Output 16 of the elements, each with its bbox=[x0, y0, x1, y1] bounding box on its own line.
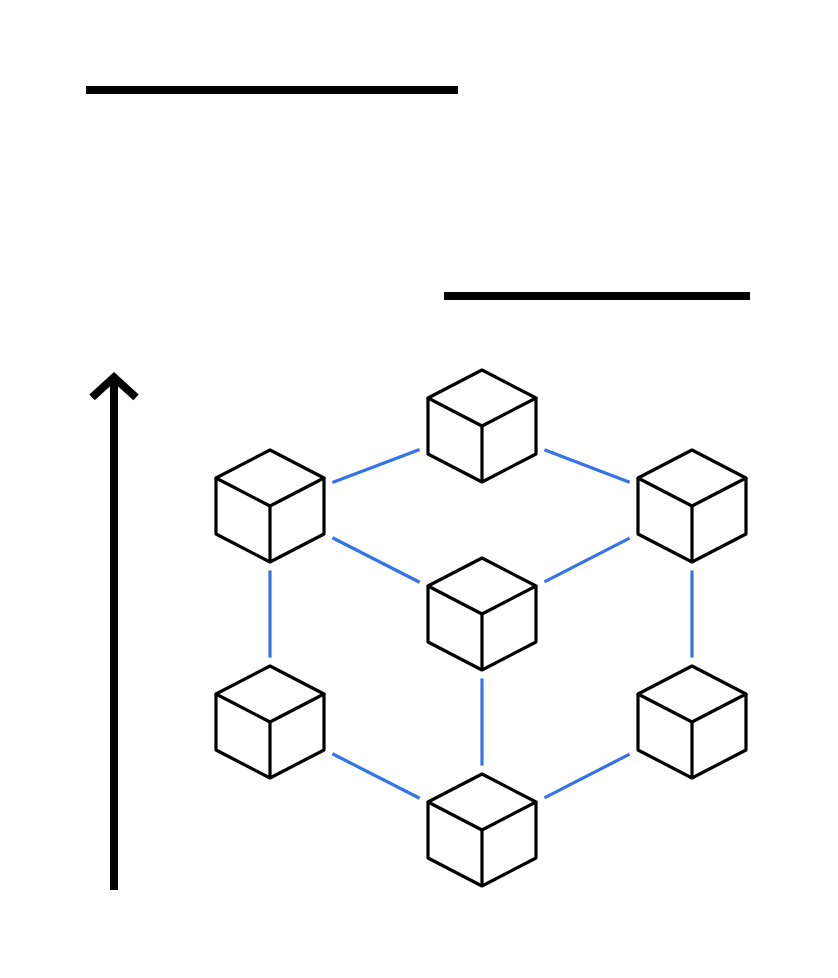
connector-line bbox=[543, 448, 631, 484]
cube-icon bbox=[426, 556, 538, 672]
cube-icon bbox=[214, 664, 326, 780]
cube-icon bbox=[214, 448, 326, 564]
cube-icon bbox=[426, 368, 538, 484]
connector-line bbox=[331, 536, 421, 584]
connector-line bbox=[331, 448, 421, 484]
connector-line bbox=[331, 752, 421, 800]
cube-icon bbox=[426, 772, 538, 888]
connector-line bbox=[480, 678, 484, 766]
connector-line bbox=[690, 570, 694, 658]
connector-line bbox=[543, 536, 631, 584]
connector-line bbox=[268, 570, 272, 658]
connector-line bbox=[543, 752, 631, 800]
cube-icon bbox=[636, 448, 748, 564]
cube-icon bbox=[636, 664, 748, 780]
